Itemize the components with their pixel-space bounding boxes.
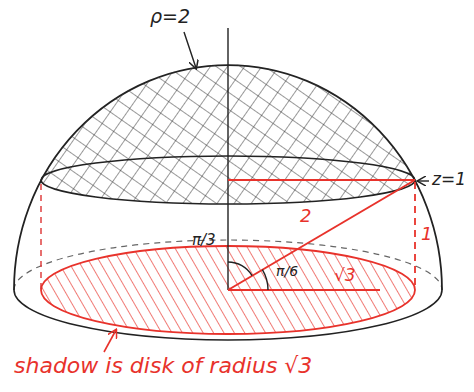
leader-arrow: [184, 32, 196, 68]
cap-radius: [228, 179, 415, 181]
length-label: 2: [300, 206, 311, 226]
angle-label: π/3: [192, 232, 216, 249]
caption-note: shadow is disk of radius √3: [14, 354, 312, 378]
left-dashed: [40, 184, 41, 290]
angle-label: π/6: [276, 264, 298, 279]
angle-arc: [262, 270, 268, 290]
rho-segment: [228, 180, 415, 290]
right-dashed: [414, 182, 416, 290]
angle-arc: [228, 262, 252, 276]
leader-arrow: [418, 180, 429, 181]
leader-arrow: [104, 330, 116, 352]
length-label: 1: [421, 224, 432, 244]
radius-label: ρ=2: [150, 6, 190, 27]
base-radius: [228, 289, 380, 291]
z-axis: [227, 28, 228, 290]
base-front: [14, 290, 442, 340]
length-label: √3: [334, 266, 356, 285]
height-label: z=1: [432, 170, 466, 189]
